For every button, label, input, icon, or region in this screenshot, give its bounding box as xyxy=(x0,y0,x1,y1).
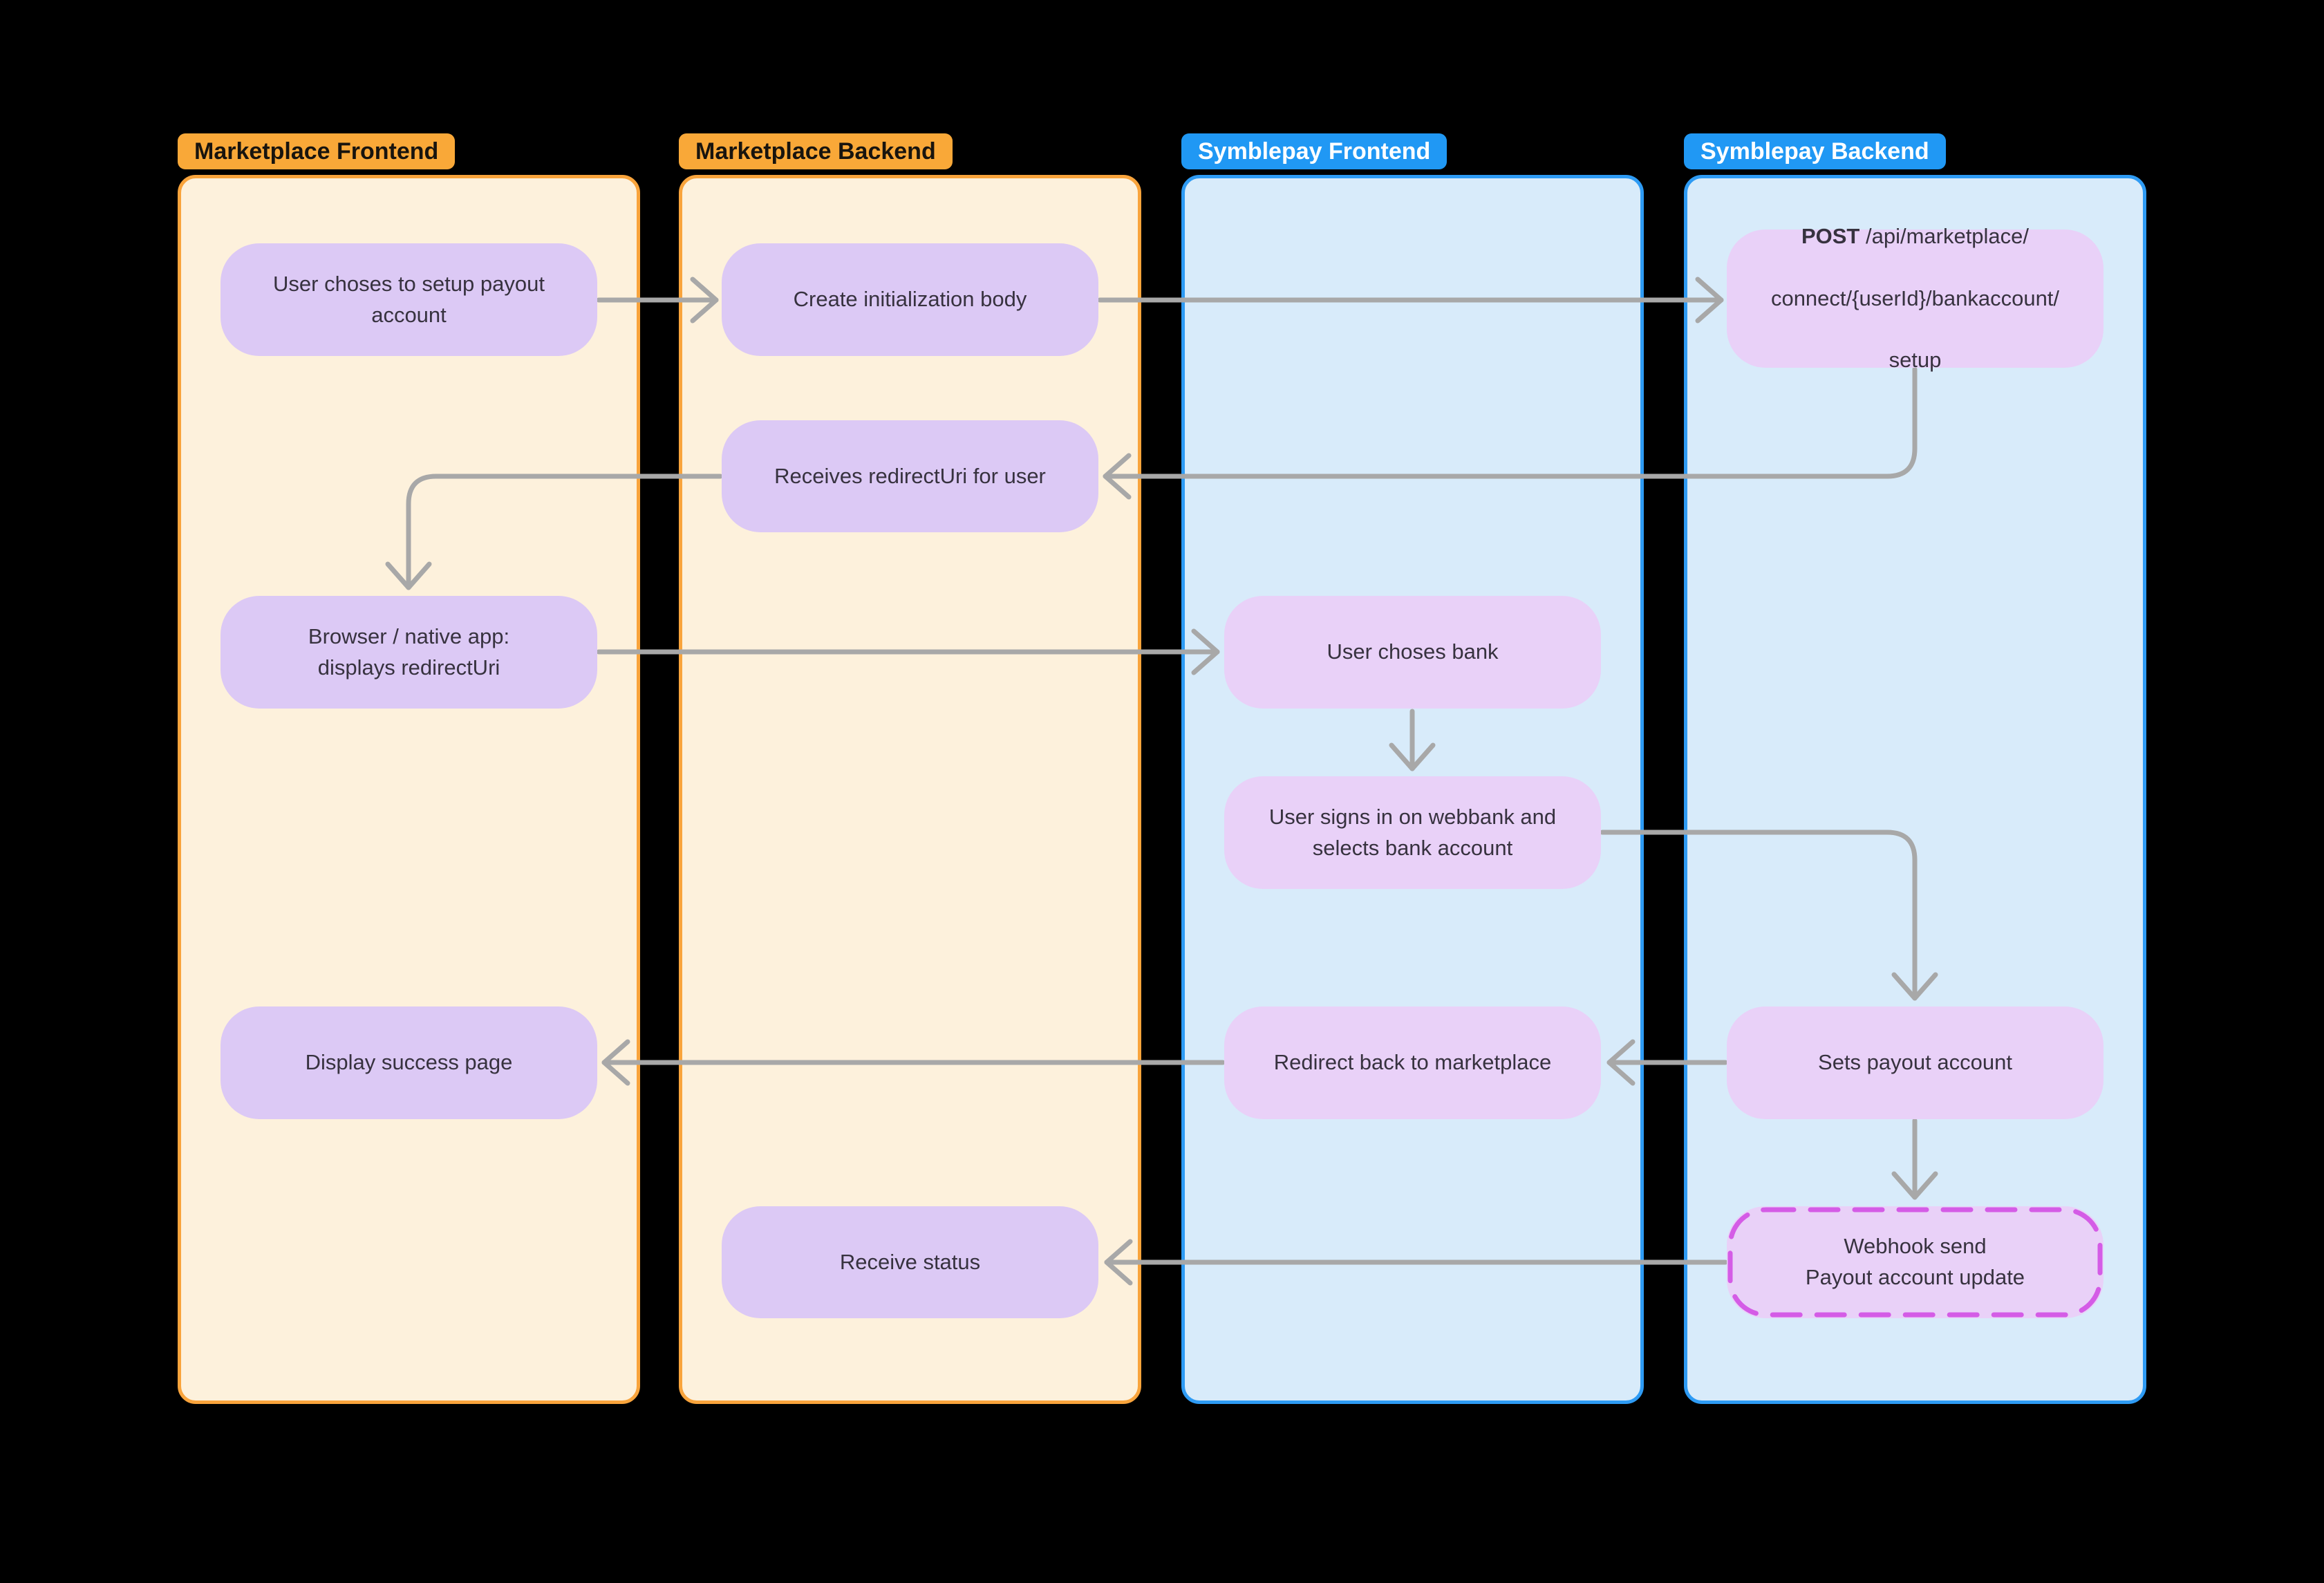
node-user-signs-in: User signs in on webbank and selects ban… xyxy=(1224,776,1601,889)
node-webhook-send: Webhook send Payout account update xyxy=(1727,1206,2103,1318)
post-path-line3: setup xyxy=(1889,348,1942,373)
lane-header-marketplace-backend: Marketplace Backend xyxy=(679,133,953,169)
lane-header-marketplace-frontend: Marketplace Frontend xyxy=(178,133,456,169)
lane-marketplace-backend xyxy=(679,175,1141,1404)
webhook-dashed-border xyxy=(1727,1207,2103,1318)
node-browser-display: Browser / native app: displays redirectU… xyxy=(221,596,597,709)
post-method: POST xyxy=(1801,223,1860,248)
node-user-choses-bank: User choses bank xyxy=(1224,596,1601,709)
node-redirect-back: Redirect back to marketplace xyxy=(1224,1006,1601,1119)
post-path-line1: /api/marketplace/ xyxy=(1865,223,2030,248)
post-path-line2: connect/{userId}/bankaccount/ xyxy=(1770,285,2060,310)
lane-header-symblepay-frontend: Symblepay Frontend xyxy=(1181,133,1447,169)
node-receives-redirect: Receives redirectUri for user xyxy=(722,420,1098,532)
node-sets-payout: Sets payout account xyxy=(1727,1006,2103,1119)
node-display-success: Display success page xyxy=(221,1006,597,1119)
node-receive-status: Receive status xyxy=(722,1206,1098,1318)
node-create-init: Create initialization body xyxy=(722,243,1098,356)
node-user-setup: User choses to setup payout account xyxy=(221,243,597,356)
lane-marketplace-frontend xyxy=(178,175,640,1404)
lane-header-symblepay-backend: Symblepay Backend xyxy=(1684,133,1946,169)
node-post-endpoint: POST /api/marketplace/ connect/{userId}/… xyxy=(1727,224,2103,372)
